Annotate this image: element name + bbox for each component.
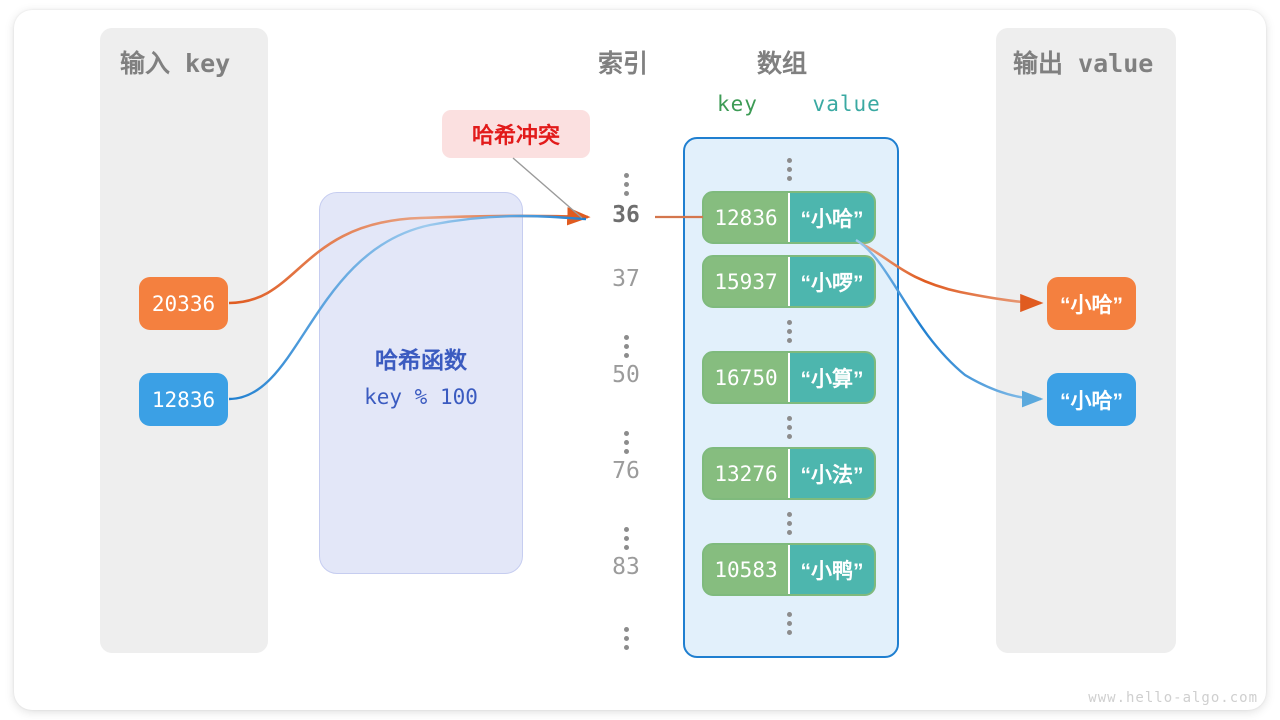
- output-panel: [996, 28, 1176, 653]
- array-ellipsis: [683, 158, 895, 181]
- bucket-entry[interactable]: 15937“小啰”: [702, 255, 876, 308]
- input-panel-title: 输入 key: [120, 49, 231, 78]
- index-label-37: 37: [612, 266, 640, 292]
- bucket-value: “小鸭”: [790, 545, 874, 594]
- bucket-value: “小哈”: [790, 193, 874, 242]
- output-value-chip-2[interactable]: “小哈”: [1047, 373, 1136, 426]
- watermark: www.hello-algo.com: [1088, 690, 1258, 706]
- index-ellipsis: [598, 612, 654, 650]
- bucket-value: “小法”: [790, 449, 874, 498]
- hash-function-name: 哈希函数: [375, 347, 467, 373]
- key-heading-label: key: [717, 92, 758, 116]
- index-label-36: 36: [612, 202, 640, 228]
- array-ellipsis: [683, 416, 895, 439]
- index-column-heading: 索引: [598, 50, 649, 78]
- hash-function-expression: key % 100: [364, 385, 478, 409]
- bucket-key: 13276: [704, 449, 790, 498]
- bucket-key: 16750: [704, 353, 790, 402]
- index-ellipsis: [598, 416, 654, 454]
- hash-function-box: 哈希函数 key % 100: [319, 192, 523, 574]
- value-heading-label: value: [812, 92, 881, 116]
- bucket-entry[interactable]: 13276“小法”: [702, 447, 876, 500]
- bucket-value: “小啰”: [790, 257, 874, 306]
- index-label-50: 50: [612, 362, 640, 388]
- array-ellipsis: [683, 512, 895, 535]
- input-key-chip-2[interactable]: 12836: [139, 373, 228, 426]
- index-ellipsis: [598, 512, 654, 550]
- index-ellipsis: [598, 320, 654, 358]
- hash-collision-badge: 哈希冲突: [442, 110, 590, 158]
- bucket-key: 12836: [704, 193, 790, 242]
- bucket-entry[interactable]: 10583“小鸭”: [702, 543, 876, 596]
- input-key-chip-1[interactable]: 20336: [139, 277, 228, 330]
- bucket-entry[interactable]: 16750“小算”: [702, 351, 876, 404]
- index-label-76: 76: [612, 458, 640, 484]
- index-label-83: 83: [612, 554, 640, 580]
- array-ellipsis: [683, 320, 895, 343]
- bucket-entry[interactable]: 12836“小哈”: [702, 191, 876, 244]
- array-column-heading: 数组: [757, 50, 808, 78]
- key-value-heading: key value: [717, 92, 881, 116]
- index-ellipsis: [598, 158, 654, 196]
- input-panel: [100, 28, 268, 653]
- output-panel-title: 输出 value: [1013, 49, 1154, 78]
- output-value-chip-1[interactable]: “小哈”: [1047, 277, 1136, 330]
- bucket-key: 10583: [704, 545, 790, 594]
- bucket-value: “小算”: [790, 353, 874, 402]
- bucket-key: 15937: [704, 257, 790, 306]
- array-ellipsis: [683, 612, 895, 635]
